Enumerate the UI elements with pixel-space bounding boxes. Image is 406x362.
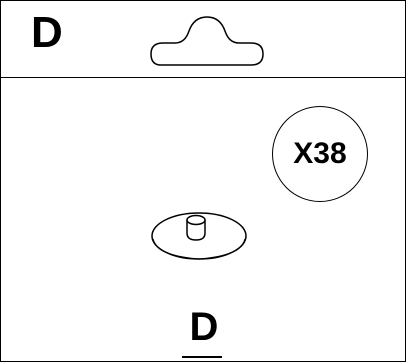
quantity-badge: X38: [272, 106, 368, 202]
panel-header: D: [1, 1, 405, 78]
bag-code-label: D: [31, 8, 63, 57]
spacer-disc-icon: [151, 212, 247, 260]
hang-tab-icon: [150, 16, 264, 66]
quantity-label: X38: [293, 137, 347, 170]
part-code-underline: [182, 356, 222, 358]
part-code-label: D: [189, 305, 219, 349]
